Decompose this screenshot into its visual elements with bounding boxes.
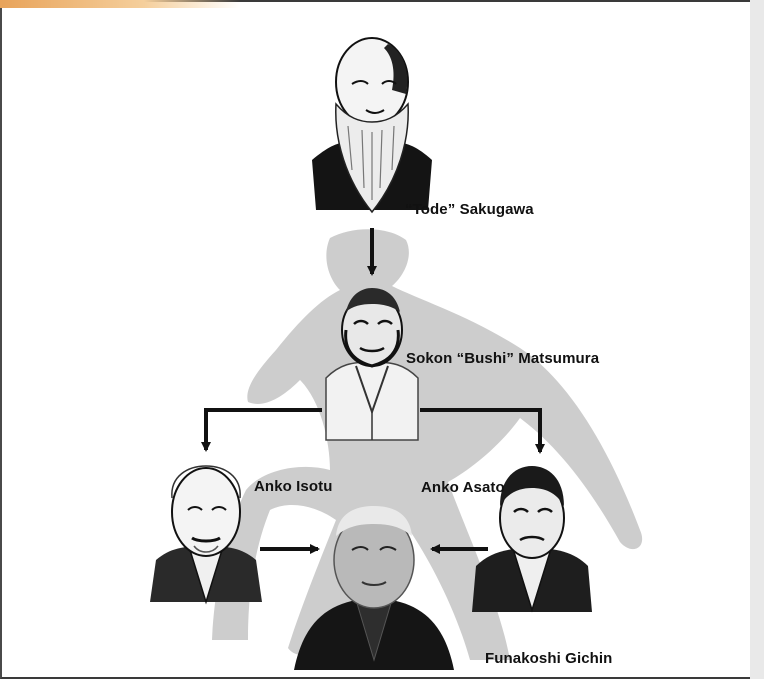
window-edge	[750, 0, 764, 679]
matsumura-portrait-icon	[325, 288, 419, 441]
funakoshi-portrait-icon	[294, 506, 454, 670]
accent-bar	[0, 0, 240, 8]
isotu-portrait-icon	[150, 465, 262, 605]
sakugawa-name-label: “Tode” Sakugawa	[405, 201, 534, 218]
arrow-matsumura-to-isotu	[201, 408, 322, 452]
asato-name-label: Anko Asato	[421, 479, 505, 496]
funakoshi-name-label: Funakoshi Gichin	[485, 650, 613, 667]
asato-portrait-icon	[472, 466, 592, 613]
isotu-name-label: Anko Isotu	[254, 478, 333, 495]
sakugawa-portrait-icon	[312, 37, 432, 214]
arrow-matsumura-to-asato	[420, 408, 545, 454]
karate-silhouette	[212, 229, 643, 660]
matsumura-name-label: Sokon “Bushi” Matsumura	[406, 350, 600, 367]
